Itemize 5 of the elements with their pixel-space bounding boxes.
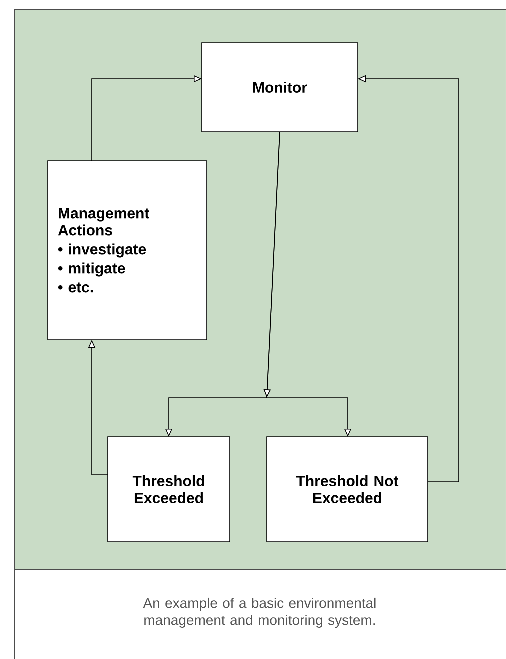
process-box: Management Actions • investigate • mitigate • etc.: [48, 160, 208, 340]
caption: An example of a basic environmental management and monitoring system.: [143, 598, 376, 628]
process-box: Monitor: [202, 42, 358, 132]
process-box: Threshold Exceeded: [108, 436, 230, 542]
process-box: Threshold Not Exceeded: [266, 436, 428, 542]
